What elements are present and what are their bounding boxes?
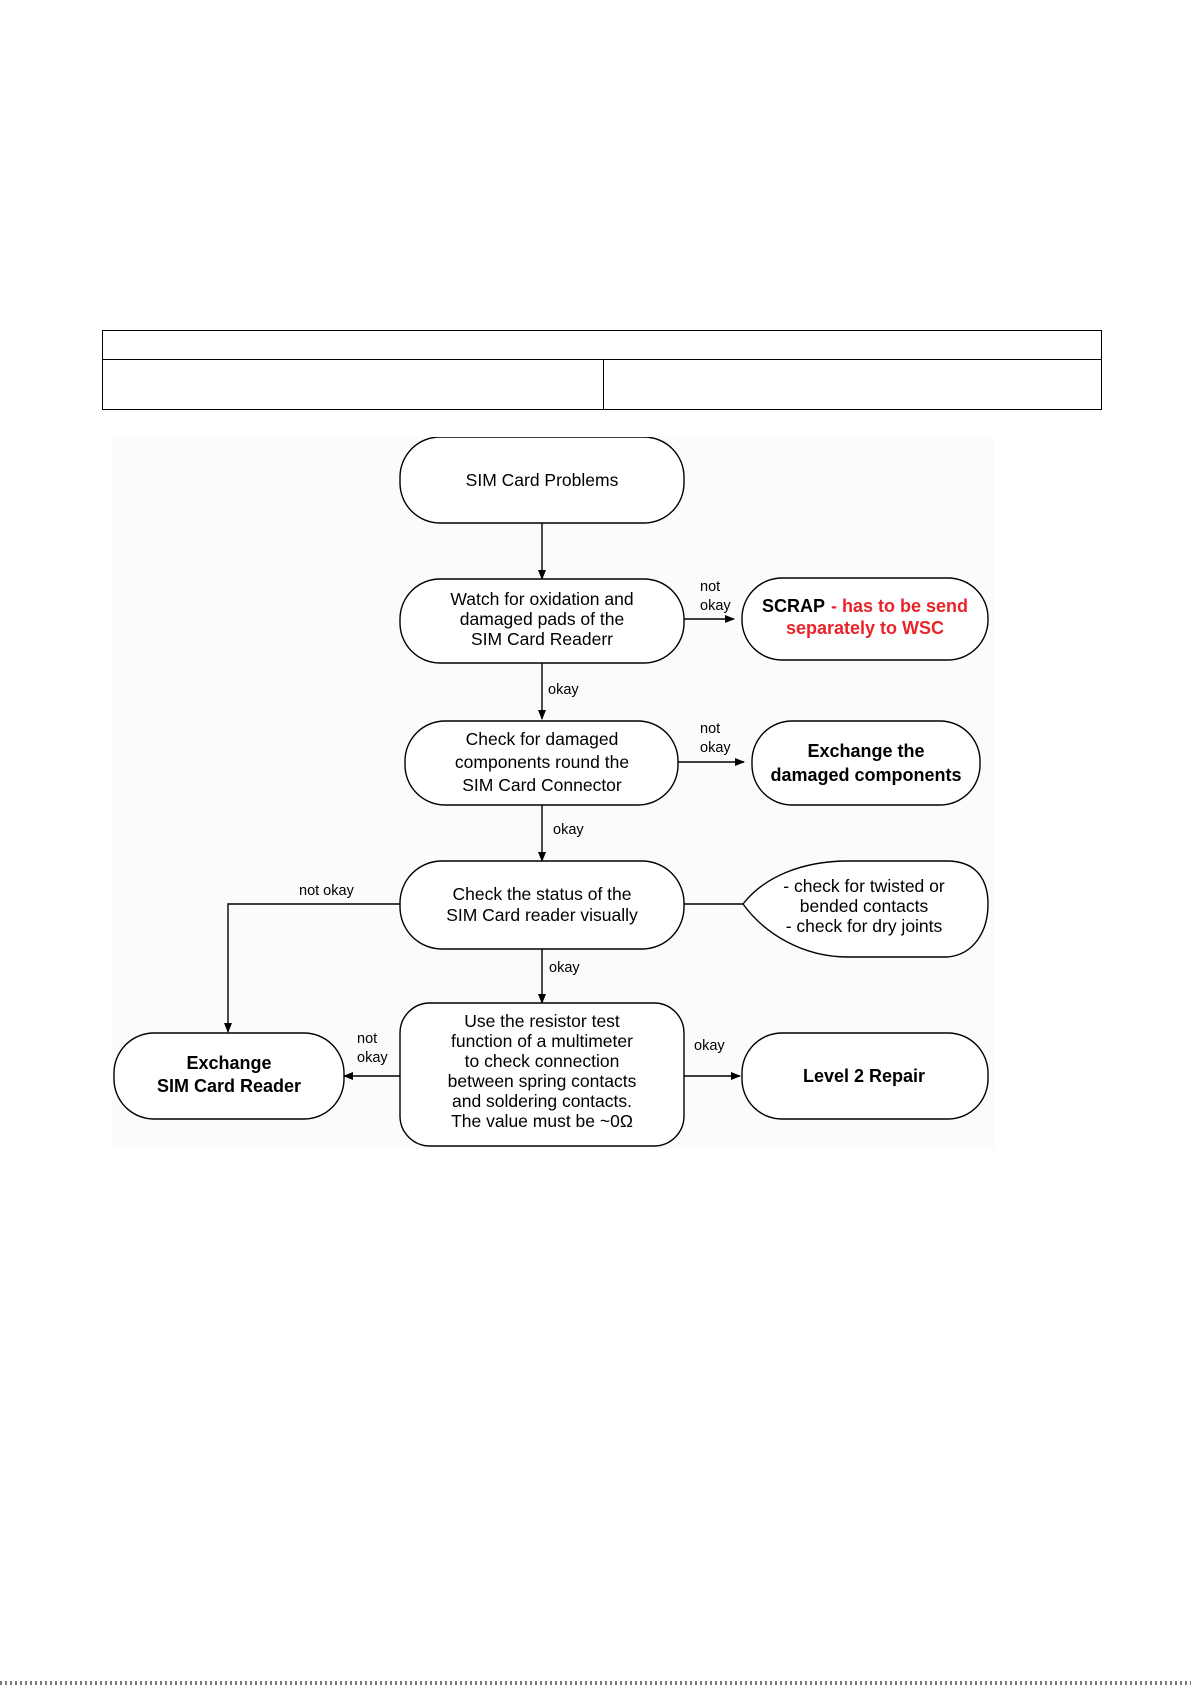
note-box [742,860,989,958]
step1-box [399,578,685,664]
step2-line-1: Check for damaged [466,729,619,749]
label-not-okay-2a: not [700,721,720,737]
note-line-1: - check for twisted or [783,876,945,896]
exchange-components-line-2: damaged components [770,765,961,785]
label-not-okay-4a: not [357,1031,377,1047]
header-row [103,331,1101,360]
step2-box [404,720,679,806]
scrap-label: SCRAP [762,596,825,616]
header-cell-right [604,360,1101,410]
step3-box [399,860,685,950]
step1-line-2: damaged pads of the [460,609,624,629]
level2-box [741,1032,989,1120]
scrap-line-1: SCRAP - has to be send [762,596,968,616]
connector-step3-exchange-reader [224,903,400,1033]
step1-line-3: SIM Card Readerr [471,629,613,649]
label-not-okay-3: not okay [299,883,355,899]
scrap-warning-1: - has to be send [831,596,968,616]
scrap-box [741,577,989,661]
step4-box [399,1002,685,1147]
label-okay-3: okay [549,960,580,976]
start-box [399,437,685,524]
exchange-components-box [751,720,981,806]
step4-line-2: function of a multimeter [451,1031,633,1051]
exchange-components-line-1: Exchange the [807,741,924,761]
header-table [102,330,1102,410]
flowchart-diagram: SIM Card Problems Watch for oxidation an… [113,437,989,1147]
label-not-okay-4b: okay [357,1050,388,1066]
label-not-okay-1a: not [700,579,720,595]
label-okay-1: okay [548,682,579,698]
scrap-warning-2: separately to WSC [786,618,944,638]
step3-line-2: SIM Card reader visually [446,905,638,925]
step4-line-6: The value must be ~0Ω [451,1111,633,1131]
step3-line-1: Check the status of the [453,884,632,904]
step1-line-1: Watch for oxidation and [450,589,633,609]
page-bottom-edge [0,1681,1191,1685]
label-okay-2: okay [553,822,584,838]
label-not-okay-1b: okay [700,598,731,614]
step4-line-3: to check connection [465,1051,620,1071]
start-text: SIM Card Problems [466,470,619,490]
step4-line-5: and soldering contacts. [452,1091,632,1111]
note-line-3: - check for dry joints [786,916,943,936]
step2-line-2: components round the [455,752,629,772]
header-cell-left [103,360,604,410]
exchange-reader-box [113,1032,345,1120]
label-not-okay-2b: okay [700,740,731,756]
step2-line-3: SIM Card Connector [462,775,622,795]
label-okay-4: okay [694,1038,725,1054]
note-line-2: bended contacts [800,896,929,916]
exchange-reader-line-1: Exchange [186,1053,271,1073]
level2-text: Level 2 Repair [803,1066,925,1086]
step4-line-1: Use the resistor test [464,1011,620,1031]
exchange-reader-line-2: SIM Card Reader [157,1076,301,1096]
step4-line-4: between spring contacts [448,1071,637,1091]
flowchart-panel: SIM Card Problems Watch for oxidation an… [112,437,994,1149]
